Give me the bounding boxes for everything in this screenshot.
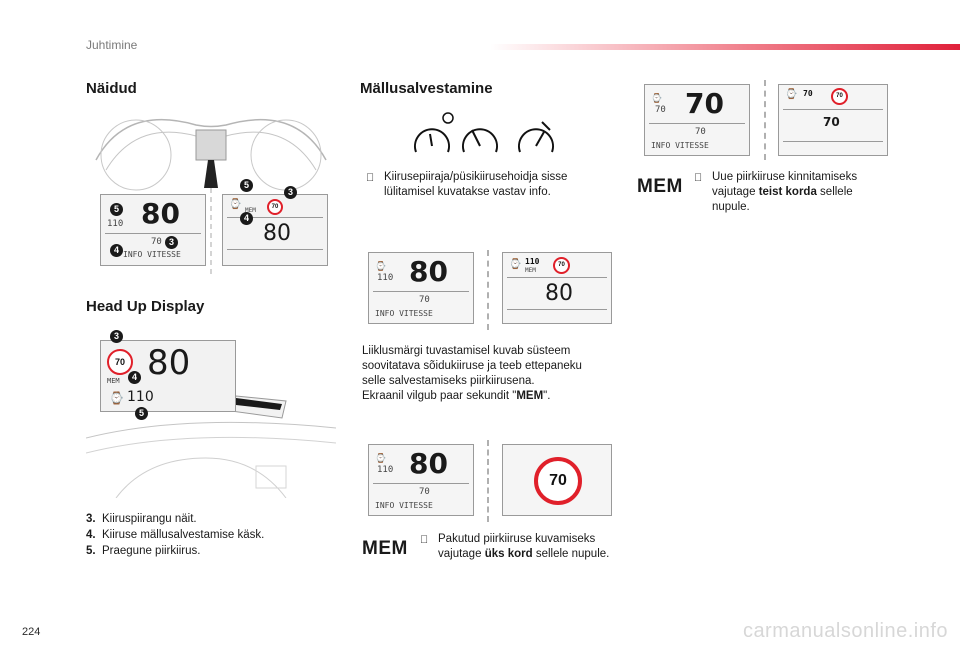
- large-speed-sign: 70: [534, 457, 582, 505]
- mem-button-label: MEM: [362, 538, 408, 559]
- speedometer-icon: ⌚: [375, 261, 387, 271]
- speedometer-icon: ⌚: [651, 93, 663, 103]
- display-speed: 80: [409, 447, 448, 480]
- legend-item: 3. Kiiruspiirangu näit.: [86, 513, 197, 525]
- step2-text: Pakutud piirkiiruse kuvamiseks vajutage …: [438, 533, 610, 560]
- display-info: INFO VITESSE: [375, 309, 433, 318]
- speedometer-icon: ⌚: [509, 259, 522, 270]
- display-top-sign-value: 70: [803, 89, 813, 98]
- callout-badge: 5: [110, 203, 123, 216]
- display-cluster: ⌚ 110 80 70 INFO VITESSE: [368, 252, 474, 324]
- hud-mem: MEM: [107, 377, 120, 385]
- divider: [487, 250, 489, 330]
- divider: [487, 440, 489, 522]
- legend-item: 5. Praegune piirkiirus.: [86, 545, 201, 557]
- speedometer-icons: [408, 112, 568, 160]
- display-secondary: ⌚ 70 70 70: [778, 84, 888, 156]
- divider: [764, 80, 766, 160]
- cluster-speed: 80: [141, 197, 180, 230]
- display-top-value: 70: [823, 115, 840, 129]
- display-cluster: ⌚ 110 80 70 INFO VITESSE: [368, 444, 474, 516]
- speedometer-icon: ⌚: [375, 453, 387, 463]
- callout-badge: 4: [240, 212, 253, 225]
- speedometer-icon: ⌚: [109, 391, 124, 405]
- display-info: INFO VITESSE: [375, 501, 433, 510]
- hud-display: 70 80 MEM ⌚ 110: [100, 340, 236, 412]
- bullet-icon: : [366, 172, 374, 184]
- callout-badge: 3: [284, 186, 297, 199]
- cluster-speed-2: 80: [263, 221, 291, 246]
- callout-badge: 4: [110, 244, 123, 257]
- detection-paragraph: Liiklusmärgi tuvastamisel kuvab süsteem …: [362, 345, 582, 402]
- bullet-icon: : [420, 534, 428, 546]
- header-accent-bar: [490, 44, 960, 50]
- display-memo: 70: [419, 487, 430, 497]
- display-memo: 70: [419, 295, 430, 305]
- callout-badge: 3: [165, 236, 178, 249]
- callout-badge: 3: [110, 330, 123, 343]
- cluster-secondary-display: ⌚ MEM 70 80: [222, 194, 328, 266]
- display-cluster: ⌚ 70 70 70 INFO VITESSE: [644, 84, 750, 156]
- step1-text: Kiirusepiiraja/püsikiirusehoidja sisse l…: [384, 171, 568, 198]
- hud-speed: 80: [147, 343, 191, 383]
- section-title-hud: Head Up Display: [86, 298, 205, 315]
- display-speed-2: 80: [545, 281, 573, 306]
- hud-sign: 70: [107, 349, 133, 375]
- speedometer-icon: ⌚: [785, 89, 798, 100]
- step3-text: Uue piirkiiruse kinnitamiseks vajutage t…: [712, 171, 858, 213]
- display-memo: 70: [695, 127, 706, 137]
- display-right-mem: MEM: [525, 267, 536, 274]
- display-limit: 110: [377, 273, 394, 283]
- display-secondary: ⌚ 110 MEM 70 80: [502, 252, 612, 324]
- display-limit: 110: [377, 465, 394, 475]
- hud-limit: 110: [127, 389, 154, 405]
- bullet-icon: : [694, 172, 702, 184]
- cluster-sign: 70: [267, 199, 283, 215]
- cluster-limit: 110: [107, 219, 124, 229]
- dashboard-outline: [85, 395, 337, 499]
- callout-badge: 5: [135, 407, 148, 420]
- callout-badge: 4: [128, 371, 141, 384]
- speedometer-icon: ⌚: [229, 199, 242, 210]
- page-number: 224: [22, 626, 41, 638]
- cluster-info: INFO VITESSE: [123, 250, 181, 259]
- display-sign-panel: 70: [502, 444, 612, 516]
- display-right-limit: 110: [525, 257, 540, 266]
- mem-button-label: MEM: [637, 176, 683, 197]
- legend-item: 4. Kiiruse mällusalvestamise käsk.: [86, 529, 265, 541]
- hud-illustration: [85, 318, 337, 499]
- cluster-mem: MEM: [245, 207, 256, 214]
- display-top-sign: 70: [831, 88, 848, 105]
- display-sign: 70: [553, 257, 570, 274]
- cluster-memo: 70: [151, 237, 162, 247]
- callout-badge: 5: [240, 179, 253, 192]
- display-speed: 80: [409, 255, 448, 288]
- section-title-mallu: Mällusalvestamine: [360, 80, 493, 97]
- display-top-speed: 70: [685, 87, 724, 120]
- watermark: carmanualsonline.info: [742, 620, 948, 642]
- chapter-title: Juhtimine: [86, 38, 138, 52]
- display-top-limit: 70: [655, 105, 666, 115]
- section-title-naidud: Näidud: [86, 80, 137, 97]
- display-info: INFO VITESSE: [651, 141, 709, 150]
